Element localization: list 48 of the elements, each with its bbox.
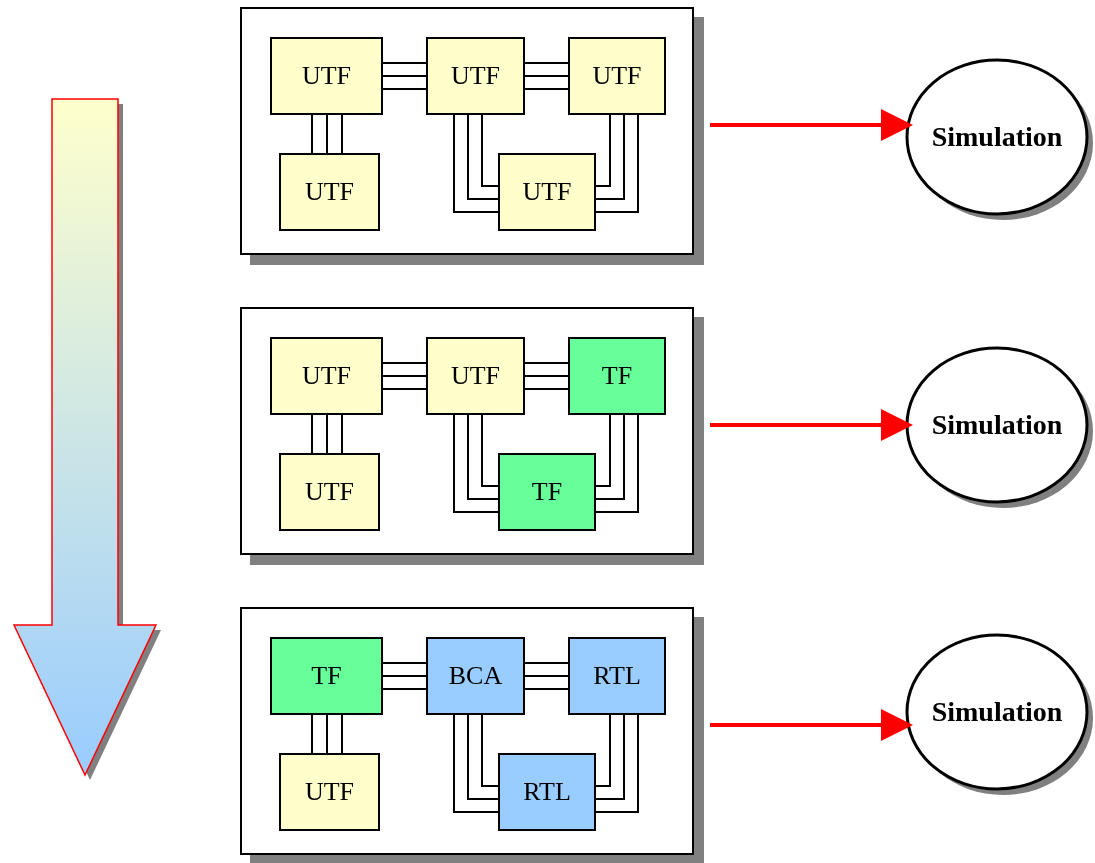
bus-lines <box>311 114 343 154</box>
block-label: UTF <box>301 361 352 391</box>
bus-lines <box>524 662 569 690</box>
block-label: BCA <box>448 661 503 691</box>
block-box <box>568 37 666 115</box>
block-label: UTF <box>450 361 501 391</box>
bus-lines <box>453 114 499 213</box>
bus-lines <box>595 714 639 813</box>
block-box <box>426 637 525 715</box>
block-label: UTF <box>301 61 352 91</box>
bus-lines <box>382 362 427 390</box>
block-label: UTF <box>522 177 572 207</box>
bus-lines <box>453 714 499 813</box>
block-label: RTL <box>593 661 641 691</box>
block-box <box>270 337 383 415</box>
block-box <box>270 637 383 715</box>
block-box <box>426 37 525 115</box>
block-box <box>498 153 596 231</box>
arrow <box>710 709 913 741</box>
block-label: UTF <box>304 477 355 507</box>
block-box <box>279 153 380 231</box>
bus-lines <box>453 414 499 513</box>
block-box <box>426 337 525 415</box>
bus-lines <box>311 714 343 754</box>
block-label: RTL <box>523 777 571 807</box>
block-box <box>498 453 596 531</box>
bus-lines <box>382 62 427 90</box>
block-label: UTF <box>592 61 642 91</box>
bus-lines <box>524 62 569 90</box>
bus-lines <box>595 114 639 213</box>
block-box <box>279 753 380 831</box>
block-label: UTF <box>450 61 501 91</box>
bus-lines <box>595 414 639 513</box>
block-box <box>568 337 666 415</box>
bus-lines <box>524 362 569 390</box>
arrow <box>710 109 913 141</box>
arrow <box>710 409 913 441</box>
block-label: TF <box>311 661 342 691</box>
block-label: UTF <box>304 777 355 807</box>
block-label: UTF <box>304 177 355 207</box>
block-box <box>568 637 666 715</box>
bus-lines <box>382 662 427 690</box>
block-box <box>279 453 380 531</box>
block-box <box>270 37 383 115</box>
bus-lines <box>311 414 343 454</box>
block-label: TF <box>601 361 633 391</box>
block-box <box>498 753 596 831</box>
block-label: TF <box>531 477 563 507</box>
